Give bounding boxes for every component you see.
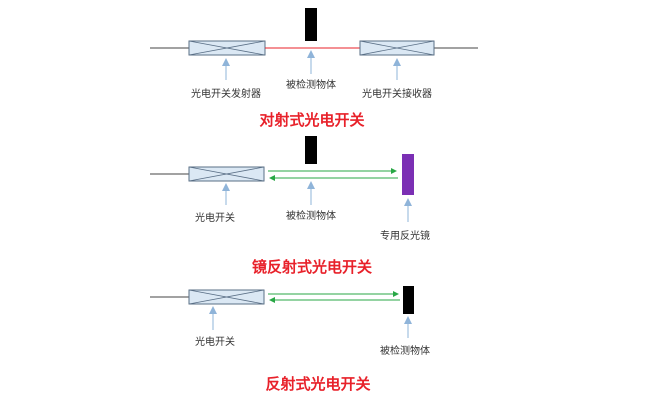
photoelectric-switch	[188, 289, 265, 305]
label-switch: 光电开关	[195, 211, 235, 224]
detected-object	[403, 286, 414, 314]
label-object: 被检测物体	[380, 344, 430, 357]
receiver-switch	[359, 40, 435, 56]
section-diffuse-reflective: 光电开关 被检测物体 反射式光电开关	[150, 286, 430, 393]
label-object: 被检测物体	[286, 78, 336, 91]
label-receiver: 光电开关接收器	[362, 87, 432, 100]
detected-object	[305, 8, 317, 41]
photoelectric-switch	[188, 166, 265, 182]
section-title: 反射式光电开关	[265, 375, 370, 393]
reflector-mirror	[402, 154, 414, 195]
label-reflector: 专用反光镜	[380, 229, 430, 242]
label-emitter: 光电开关发射器	[191, 87, 261, 100]
section-retro-reflective: 光电开关 被检测物体 专用反光镜 镜反射式光电开关	[150, 136, 430, 276]
label-object: 被检测物体	[286, 209, 336, 222]
section-title: 对射式光电开关	[259, 111, 364, 129]
section-through-beam: 光电开关发射器 被检测物体 光电开关接收器 对射式光电开关	[150, 8, 478, 129]
label-switch: 光电开关	[195, 335, 235, 348]
emitter-switch	[188, 40, 266, 56]
detected-object	[305, 136, 317, 164]
section-title: 镜反射式光电开关	[252, 258, 372, 276]
